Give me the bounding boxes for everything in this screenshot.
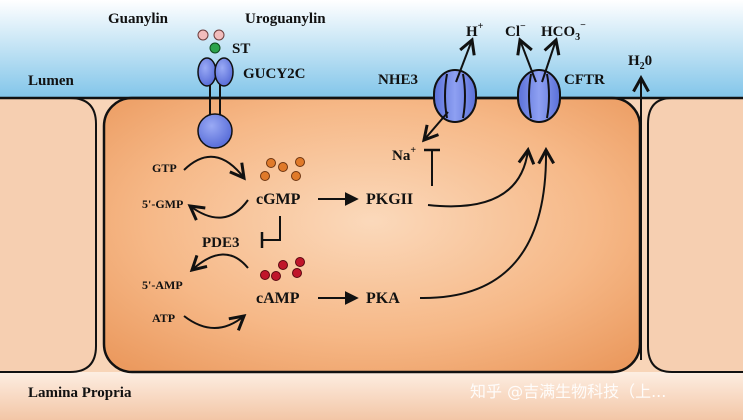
nhe3-label: NHE3 [378,72,418,88]
lamina-propria-label: Lamina Propria [28,385,132,401]
pde3-label: PDE3 [202,235,240,251]
pka-label: PKA [366,290,400,307]
five-gmp-label: 5'-GMP [142,197,183,211]
atp-to-camp-arrow [183,316,244,328]
cgmp-label: cGMP [256,191,301,208]
uroguanylin-label: Uroguanylin [245,11,326,27]
epithelial-cell [102,96,642,374]
st-label: ST [232,41,250,57]
five-amp-label: 5'-AMP [142,278,183,292]
right-neighbor-cell [647,97,743,373]
guanylin-dot [197,29,209,41]
lumen-region [0,0,743,100]
lumen-label: Lumen [28,73,75,89]
cftr-channel [517,69,561,123]
cl-efflux-arrow [520,40,537,83]
h2o-label: H20 [628,53,652,72]
pka-to-cftr-arrow [419,150,546,300]
pkgii-label: PKGII [366,191,413,208]
camp-label: cAMP [256,290,300,307]
gtp-to-cgmp-arrow [183,155,244,178]
gucy2c-receptor [197,57,234,149]
camp-to-5amp-arrow [192,253,249,270]
atp-label: ATP [152,311,175,325]
lamina-propria-region [0,372,743,420]
left-neighbor-cell [0,97,97,373]
cgmp-inhibits-pde3 [262,216,281,241]
uroguanylin-dot [213,29,225,41]
cgmp-dots [260,157,305,181]
watermark-text: 知乎 @吉满生物科技（上... [470,382,666,401]
nhe3-channel [433,69,477,123]
cgmp-to-5gmp-arrow [190,199,249,218]
cftr-label: CFTR [564,72,605,88]
na-plus-label: Na+ [392,145,416,164]
na-plus-influx-arrow [424,111,449,140]
gtp-label: GTP [152,161,177,175]
h-plus-label: H+ [466,21,484,40]
cl-minus-label: Cl− [505,21,526,40]
guanylin-label: Guanylin [108,11,169,27]
st-dot [209,42,221,54]
pkgii-to-cftr-arrow [427,150,528,208]
gucy2c-label: GUCY2C [243,66,306,82]
h-plus-efflux-arrow [455,40,472,83]
hco3-efflux-arrow [541,40,556,83]
camp-dots [260,257,305,281]
hco3-label: HCO3− [541,20,586,43]
